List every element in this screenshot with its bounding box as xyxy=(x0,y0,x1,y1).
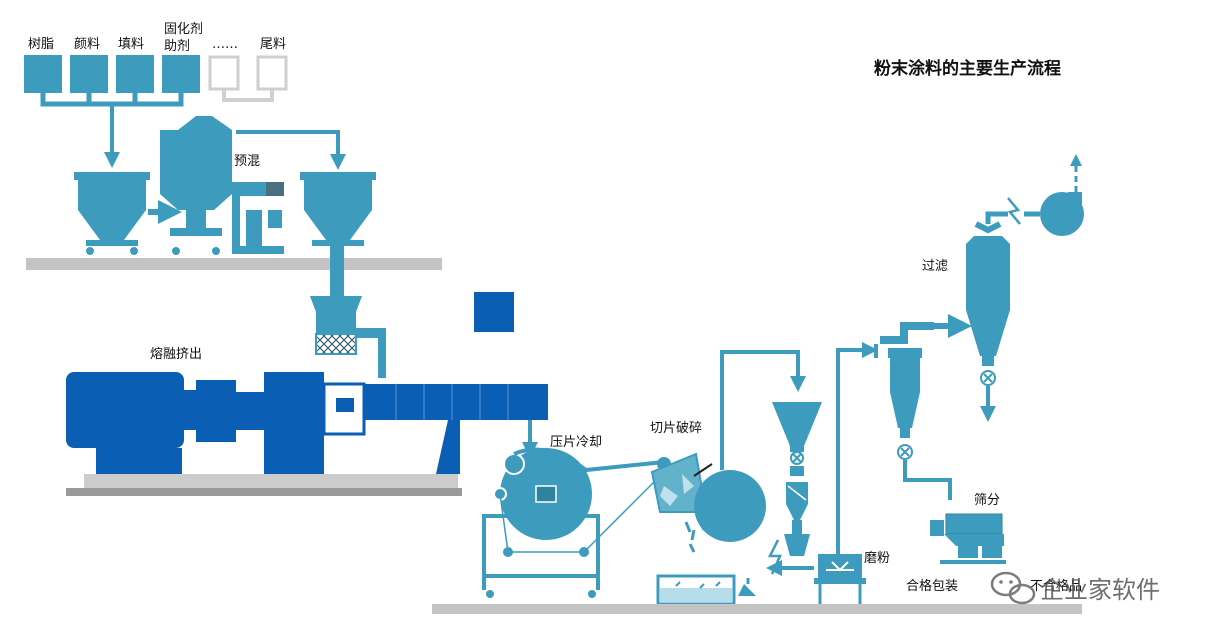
label-press-cool: 压片冷却 xyxy=(550,435,602,450)
raw-material-labels: 树脂 颜料 填料 固化剂 助剂 …… 尾料 xyxy=(28,22,286,54)
bin-filler xyxy=(116,55,154,93)
label-tailing: 尾料 xyxy=(260,37,286,52)
wechat-icon xyxy=(990,571,1036,605)
premixer xyxy=(160,116,284,255)
bin-tailing xyxy=(256,55,288,91)
label-filler: 填料 xyxy=(118,37,144,52)
label-premix: 预混 xyxy=(234,154,260,169)
label-reject: 不合格品 xyxy=(1030,578,1082,594)
arrow-icon xyxy=(720,350,806,470)
watermark: 企业家软件 xyxy=(990,571,1160,605)
bin-pigment xyxy=(70,55,108,93)
floor-upper xyxy=(26,258,442,270)
spark-icon xyxy=(1007,197,1021,225)
bin-curing-agent xyxy=(162,55,200,93)
extruder-feeder xyxy=(310,296,386,378)
bin-resin xyxy=(24,55,62,93)
label-pigment: 颜料 xyxy=(74,36,100,52)
chip-crusher xyxy=(650,452,766,606)
watermark-text: 企业家软件 xyxy=(1040,576,1160,604)
label-melt-extrude: 熔融挤出 xyxy=(150,347,202,362)
spark-icon xyxy=(767,539,782,575)
arrow-icon xyxy=(836,342,878,554)
label-etc: …… xyxy=(212,37,238,52)
label-resin: 树脂 xyxy=(28,37,54,52)
sieve xyxy=(930,513,1006,564)
raw-material-bins xyxy=(24,55,288,168)
label-filter: 过滤 xyxy=(922,259,948,274)
extruder xyxy=(66,372,548,474)
floor-extruder xyxy=(84,474,458,488)
filter-unit xyxy=(966,154,1084,422)
label-chip-crush: 切片破碎 xyxy=(650,421,702,436)
color-swatch xyxy=(474,292,514,332)
grinder xyxy=(738,342,878,604)
extruder-motor xyxy=(66,372,184,448)
label-curing-agent: 固化剂 xyxy=(164,22,203,37)
cyclone xyxy=(874,314,972,500)
hopper-right xyxy=(300,172,376,296)
diagram-title: 粉末涂料的主要生产流程 xyxy=(874,58,1061,79)
label-sieve: 筛分 xyxy=(974,493,1000,508)
label-grind: 磨粉 xyxy=(864,551,890,566)
floor-lower xyxy=(432,604,1082,614)
arrow-icon xyxy=(236,130,346,170)
cooling-roller xyxy=(482,447,667,598)
grinder-funnel xyxy=(772,402,822,556)
bin-etc xyxy=(208,55,240,91)
label-additive: 助剂 xyxy=(164,39,190,54)
hopper-left xyxy=(74,172,150,255)
label-pack: 合格包装 xyxy=(906,578,958,594)
